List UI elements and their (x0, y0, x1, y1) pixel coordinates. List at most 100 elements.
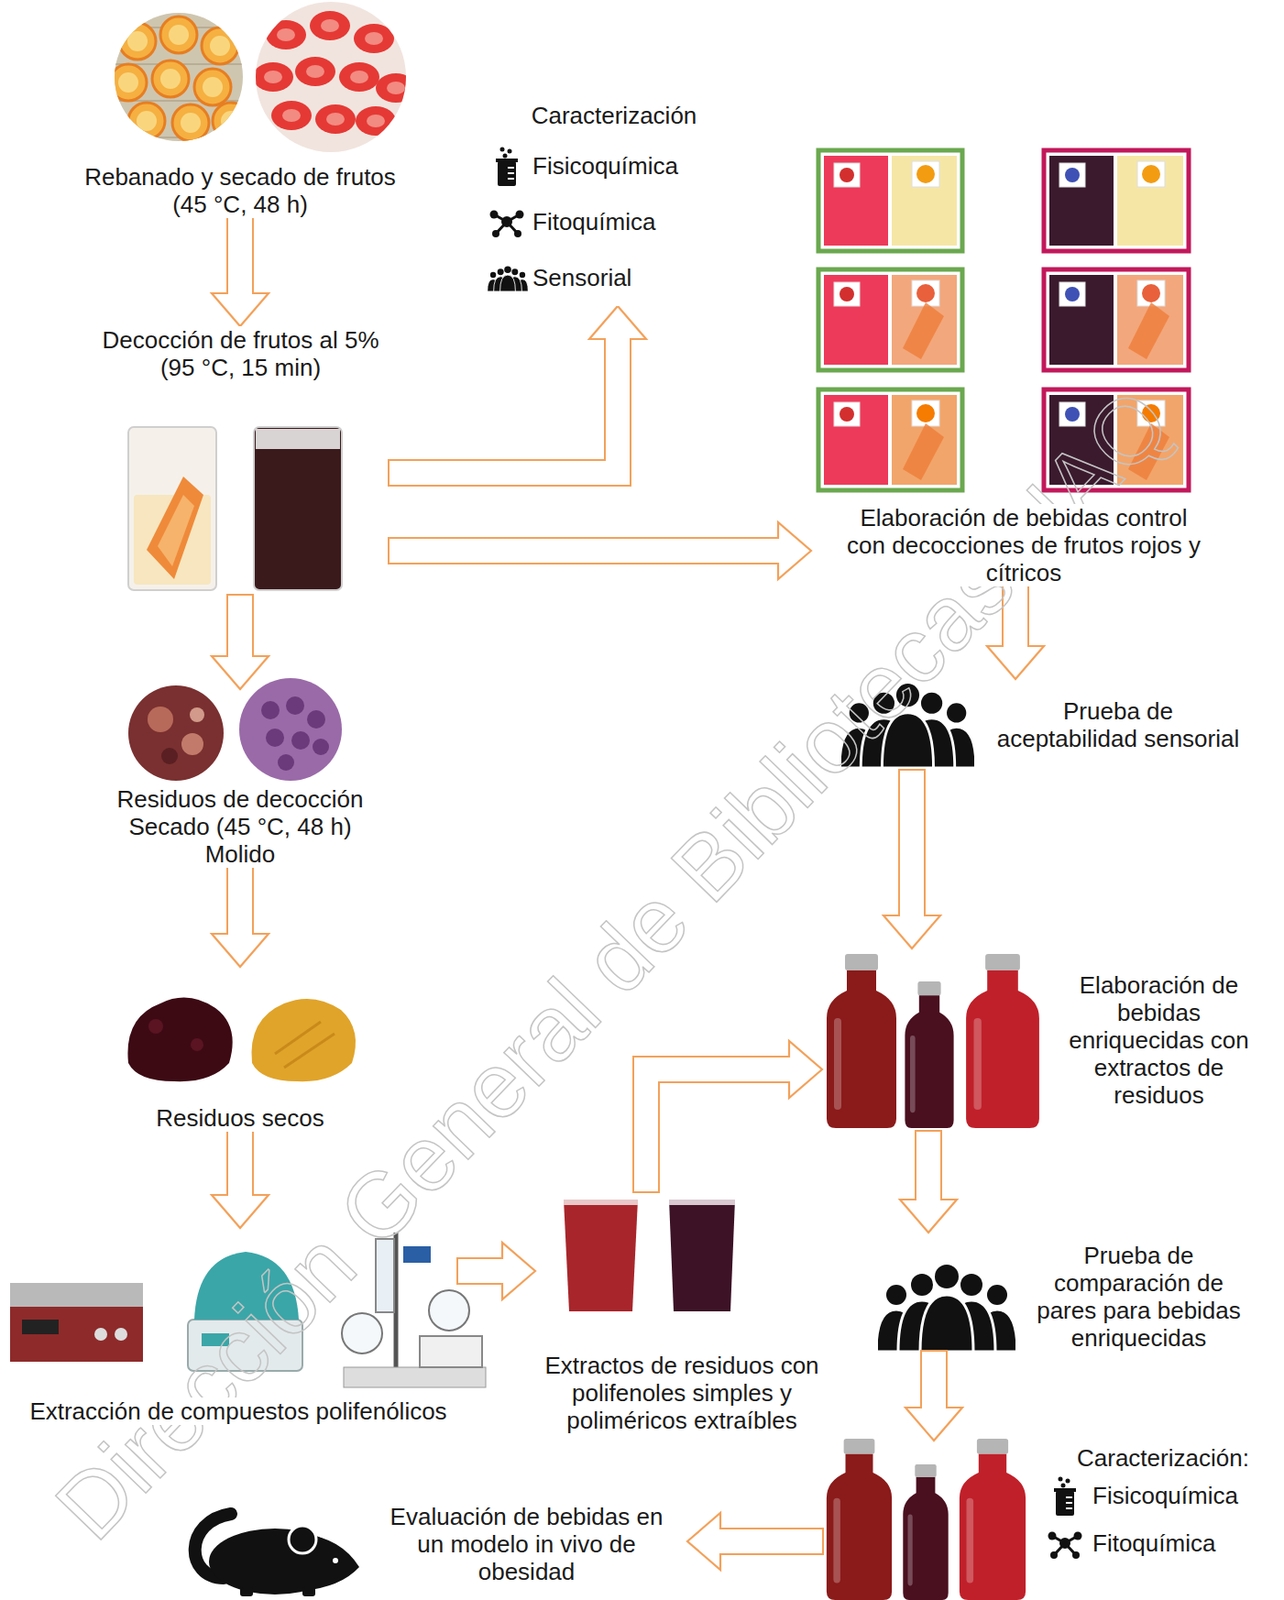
list-item: Sensorial (532, 250, 743, 307)
arrow-fill (228, 867, 253, 936)
arrow-head (687, 1513, 721, 1570)
dried-strawberry-photo (315, 104, 356, 134)
step-caption: Decocción de frutos al 5% (95 °C, 15 min… (91, 326, 390, 382)
arrow-head (589, 306, 647, 340)
dried-orange-photo (212, 102, 250, 140)
people-icon (487, 265, 529, 292)
control-beverage-photos (1064, 167, 1080, 422)
control-beverage-photos (1059, 163, 1086, 187)
control-beverage-photos (1043, 150, 1189, 252)
control-beverage-photos (911, 280, 940, 307)
enriched-beverage-bottles (826, 1438, 1026, 1600)
enriched-beverage-bottles (965, 954, 1040, 1129)
control-beverage-photos (1064, 167, 1080, 183)
dried-orange-photo (118, 72, 139, 93)
step-caption: Evaluación de bebidas en un modelo in vi… (382, 1503, 671, 1586)
block-arrow (387, 306, 647, 473)
decoction-residue-photo (291, 731, 310, 750)
water-bath (114, 1327, 128, 1341)
dry-residue-powders (127, 998, 232, 1083)
block-arrow (646, 1041, 823, 1194)
rotary-evaporator (403, 1246, 431, 1263)
decoction-residue-photo (307, 710, 326, 729)
block-arrow (211, 866, 269, 967)
control-beverage-photos (1141, 164, 1161, 184)
control-beverage-photos (916, 284, 935, 303)
block-arrow (905, 1349, 963, 1441)
step-caption: Rebanado y secado de frutos (45 °C, 48 h… (70, 163, 410, 219)
arrow-outline (387, 339, 618, 473)
water-bath (94, 1327, 108, 1341)
dried-strawberry-photo (386, 81, 406, 95)
block-arrow (883, 768, 941, 949)
control-beverage-photos (911, 161, 940, 187)
beaker-icon (495, 147, 518, 187)
dried-strawberry-photo (252, 1, 417, 153)
arrow-outline (646, 1069, 790, 1194)
decoction-residue-photo (181, 733, 204, 756)
process-step: Elaboración de bebidas enriquecidas con … (822, 948, 1267, 1132)
water-bath (10, 1283, 143, 1362)
control-beverage-photos (916, 404, 935, 423)
control-beverage-photos (1141, 284, 1161, 303)
dried-orange-photo (202, 76, 223, 98)
rotary-evaporator (341, 1313, 383, 1354)
arrow-fill (921, 1351, 946, 1410)
dried-strawberry-photo (306, 65, 325, 78)
list-item: Fisicoquímica (532, 138, 743, 195)
dried-strawberry-photo (320, 19, 340, 33)
control-beverage-photos (1137, 280, 1165, 307)
enriched-beverage-bottles (826, 954, 897, 1129)
dried-strawberry-photo (271, 100, 312, 131)
dry-residue-powders (148, 1019, 164, 1034)
extract-glasses (563, 1199, 736, 1312)
decoction-residue-photo (161, 747, 178, 765)
water-bath (10, 1306, 143, 1362)
dried-strawberry-photo (355, 106, 396, 136)
beaker-icon (1053, 1477, 1076, 1517)
mouse-silhouette (288, 1525, 317, 1554)
dry-residue-powders (251, 998, 356, 1082)
section-heading: Caracterización (485, 92, 743, 139)
dried-orange-photo (127, 31, 148, 52)
control-beverage-photos (818, 150, 963, 252)
process-step: Prueba de aceptabilidad sensorial (829, 679, 1242, 771)
block-arrow (899, 1130, 957, 1233)
water-bath (21, 1319, 59, 1335)
control-beverage-photos (891, 155, 957, 246)
rotary-evaporator (343, 1367, 486, 1388)
control-beverage-photos (911, 400, 940, 427)
block-arrow (211, 1130, 269, 1229)
dried-strawberry-photo (265, 20, 307, 50)
arrow-fill (916, 1131, 941, 1202)
enriched-beverage-bottles (959, 1438, 1026, 1600)
arrow-fill (228, 595, 253, 659)
process-step: Caracterización:FisicoquímicaFitoquímica (822, 1440, 1272, 1568)
mouse-silhouette (195, 1514, 360, 1597)
process-step: Evaluación de bebidas en un modelo in vi… (366, 1499, 688, 1586)
extract-glasses (669, 1199, 736, 1206)
decoction-residue-photo (312, 738, 330, 756)
dried-strawberry-photo (364, 32, 384, 45)
dry-residue-powders (274, 1021, 335, 1068)
decoction-residue-photo (189, 707, 205, 723)
step-caption: Residuos secos (56, 1104, 424, 1132)
step-caption: Elaboración de bebidas enriquecidas con … (1051, 971, 1267, 1109)
decoction-residue-photo (261, 701, 280, 720)
process-step: Rebanado y secado de frutos (45 °C, 48 h… (70, 163, 410, 219)
decoction-residue-photo (265, 728, 285, 747)
dried-strawberry-photo (252, 10, 417, 136)
decoction-residue-photo (147, 706, 174, 733)
decoction-jar-photo (253, 427, 342, 591)
extract-glasses (669, 1199, 736, 1312)
dried-orange-photo (201, 27, 239, 65)
rotary-evaporator (428, 1290, 470, 1331)
dried-strawberry-photo (263, 19, 406, 128)
arrow-fill (228, 1131, 253, 1197)
extract-glasses (563, 1199, 638, 1206)
dried-orange-photo (118, 24, 242, 133)
control-beverage-photos (834, 402, 860, 427)
control-beverage-photos (1049, 155, 1114, 246)
control-beverage-photos (916, 164, 935, 184)
